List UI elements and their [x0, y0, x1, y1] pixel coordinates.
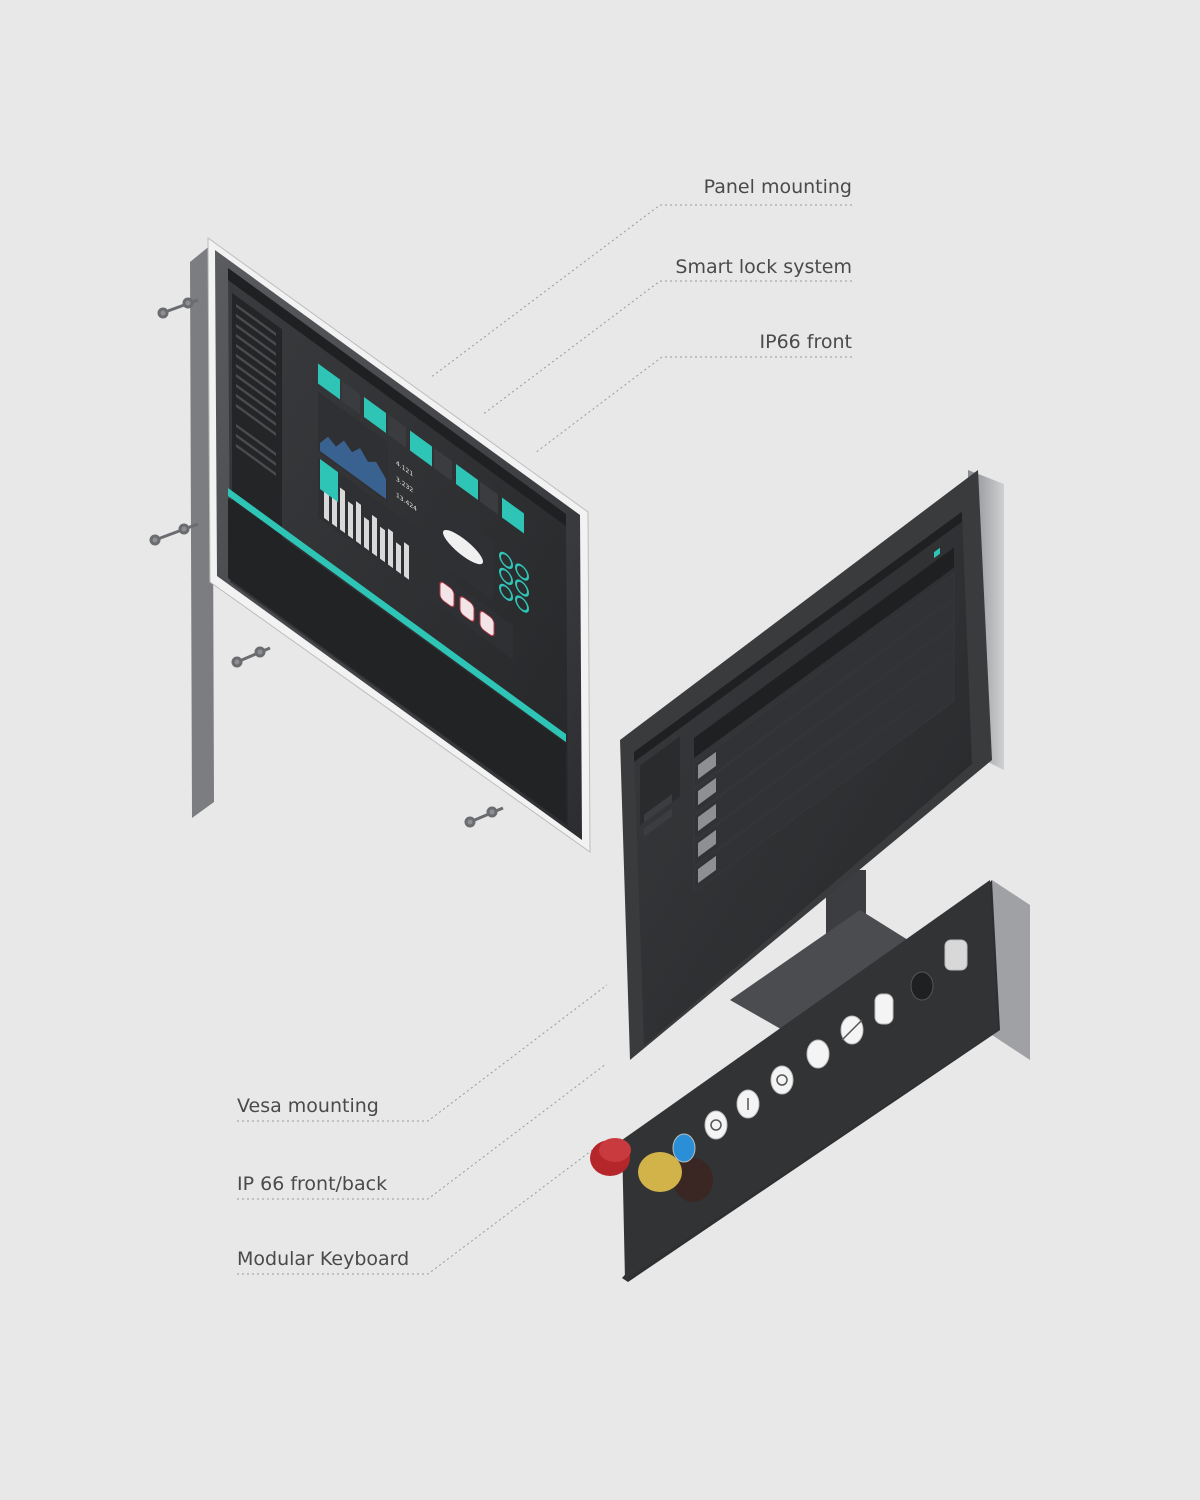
callout-labels-top: Panel mounting Smart lock system IP66 fr…	[675, 176, 852, 353]
keyboard-side	[992, 880, 1030, 1060]
machine-icon	[443, 529, 483, 565]
callout-labels-bottom: Vesa mounting IP 66 front/back Modular K…	[237, 1095, 409, 1270]
push-buttons	[672, 939, 968, 1163]
screen-b-header-row	[694, 547, 954, 759]
leader-smart-lock	[481, 280, 852, 416]
button-play-icon	[770, 1065, 794, 1095]
leader-modular-keyboard	[237, 1147, 596, 1275]
button-glyphs	[710, 1019, 863, 1131]
screen-b-accent	[934, 547, 940, 559]
screen-a-teal-card	[320, 458, 338, 503]
screen-a-gauges	[499, 551, 529, 613]
screen-a-footer	[228, 498, 566, 825]
button-o-icon	[704, 1110, 728, 1140]
usb-port-icon	[944, 939, 968, 971]
callout-modular-keyboard: Modular Keyboard	[237, 1248, 409, 1270]
leader-panel-mounting	[429, 204, 852, 379]
callout-ip66-front: IP66 front	[760, 331, 852, 353]
screen-a-buttons	[439, 581, 495, 637]
screen-b-rows	[693, 573, 955, 893]
vesa-plate	[730, 910, 940, 1040]
screen-a-topbar	[228, 268, 566, 527]
screen-a-sidebar	[232, 292, 282, 540]
leader-lines	[237, 204, 852, 1275]
dial-icon	[910, 971, 934, 1001]
leader-ip66-front	[534, 356, 852, 454]
screen-b-thumbnails	[698, 751, 716, 884]
leader-ip66-front-back	[237, 1063, 607, 1200]
screen-a-sidebar-items	[236, 303, 276, 476]
callout-panel-mounting: Panel mounting	[704, 176, 852, 198]
blue-button-icon	[672, 1133, 696, 1163]
screen-a-status-bar	[228, 488, 566, 743]
screen-a-area-chart	[320, 436, 386, 500]
keyboard-face	[622, 880, 998, 1280]
vesa-display-unit	[590, 470, 1030, 1282]
panel-mount-display: 4.121 3.232 13.424	[149, 237, 591, 853]
callout-ip66-front-back: IP 66 front/back	[237, 1173, 387, 1195]
key-switch-icon	[874, 993, 894, 1025]
screen-b-topbar	[634, 511, 962, 762]
keyboard-buttons	[590, 939, 968, 1202]
emergency-stop-icon	[590, 1138, 713, 1202]
leader-vesa	[237, 984, 608, 1122]
screen-b-sidebar-button	[644, 794, 672, 823]
callout-smart-lock-system: Smart lock system	[675, 256, 852, 278]
panel-side	[190, 244, 214, 818]
screen-b-sidebar-button-2	[644, 808, 672, 837]
screen-b-content	[634, 511, 962, 893]
button-blank-icon	[806, 1039, 830, 1069]
screen-a-content: 4.121 3.232 13.424	[228, 268, 566, 825]
mounting-bolt-icon	[149, 297, 504, 828]
callout-vesa-mounting: Vesa mounting	[237, 1095, 379, 1117]
screen-a-tiles	[318, 363, 524, 534]
